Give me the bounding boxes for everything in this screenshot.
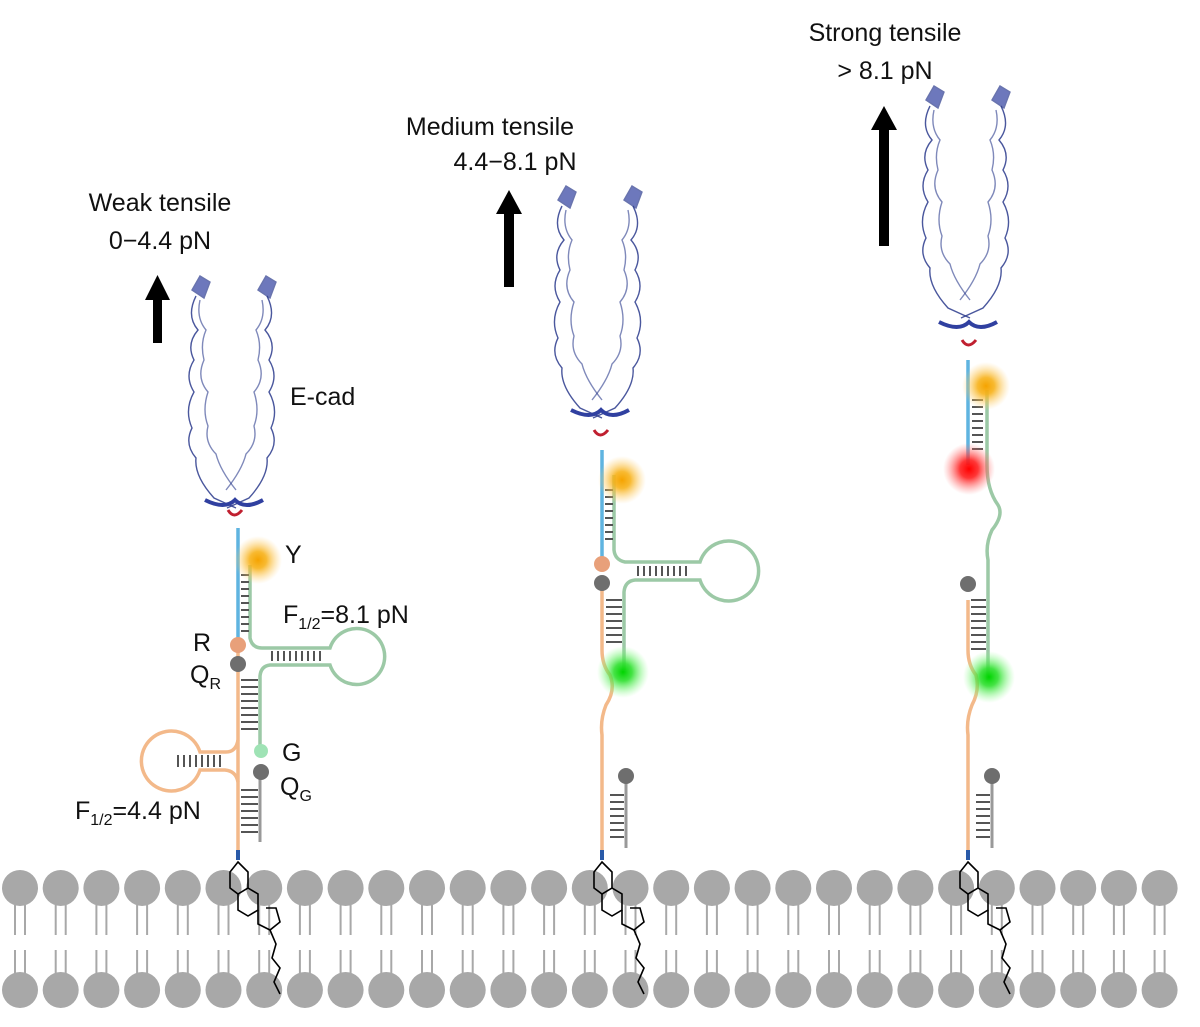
lipid-head: [124, 972, 161, 1008]
lipid-head: [571, 870, 608, 906]
lipid-head: [286, 870, 323, 906]
dye-y-label: Y: [285, 541, 302, 569]
lipid-head: [978, 972, 1015, 1008]
lipid-head: [124, 870, 161, 906]
medium-tensile-force: 4.4−8.1 pN: [453, 148, 577, 176]
lipid-head: [571, 972, 608, 1008]
lipid-head: [1060, 972, 1097, 1008]
e-cad-label: E-cad: [290, 383, 356, 411]
strong-tensile-force: > 8.1 pN: [837, 57, 933, 85]
cholesterol-anchor-icon: [959, 860, 1011, 995]
lipid-head: [409, 870, 445, 906]
lipid-head: [612, 870, 649, 906]
medium-tensile-title: Medium tensile: [405, 113, 575, 141]
lipid-head: [286, 972, 323, 1008]
lipid-bilayer: [2, 870, 1178, 1008]
lipid-head: [1100, 972, 1137, 1008]
lipid-head: [83, 870, 120, 906]
e-cad-protein-icon: [553, 185, 643, 437]
medium-force-arrow: [496, 190, 522, 287]
lipid-head: [2, 972, 38, 1008]
strong-tensile-construct: [871, 85, 1015, 995]
lipid-head: [653, 870, 690, 906]
lipid-head: [246, 972, 283, 1008]
lipid-head: [1141, 870, 1178, 906]
lipid-head: [83, 972, 120, 1008]
lipid-head: [531, 972, 568, 1008]
lipid-head: [897, 972, 934, 1008]
lipid-head: [205, 870, 242, 906]
lipid-head: [42, 972, 79, 1008]
cholesterol-anchor-icon: [593, 860, 645, 995]
quencher-g-label: QG: [280, 773, 312, 805]
lipid-head: [409, 972, 445, 1008]
lipid-head: [734, 870, 771, 906]
lipid-head: [693, 972, 730, 1008]
lipid-head: [938, 870, 975, 906]
lipid-head: [938, 972, 975, 1008]
medium-tensile-construct: [496, 185, 761, 995]
dye-r-label: R: [193, 629, 212, 657]
lipid-head: [1060, 870, 1097, 906]
lipid-head: [734, 972, 771, 1008]
lipid-head: [653, 972, 690, 1008]
lipid-head: [816, 972, 852, 1008]
lower-hairpin-force-label: F1/2=4.4 pN: [75, 797, 201, 829]
e-cad-protein-icon: [921, 85, 1011, 347]
lipid-head: [449, 972, 486, 1008]
lipid-head: [856, 972, 893, 1008]
dye-g-label: G: [282, 739, 302, 767]
lipid-head: [816, 870, 852, 906]
lipid-head: [1019, 972, 1056, 1008]
lipid-head: [1019, 870, 1056, 906]
lipid-head: [1141, 972, 1178, 1008]
e-cad-protein-icon: [187, 275, 277, 517]
lipid-head: [612, 972, 649, 1008]
quencher-r-label: QR: [190, 661, 222, 693]
weak-tensile-construct: [139, 275, 387, 995]
weak-tensile-title: Weak tensile: [88, 189, 232, 217]
lipid-head: [978, 870, 1015, 906]
lipid-head: [327, 972, 364, 1008]
lipid-head: [2, 870, 38, 906]
upper-hairpin-force-label: F1/2=8.1 pN: [283, 601, 409, 633]
lipid-head: [205, 972, 242, 1008]
lipid-head: [775, 870, 812, 906]
weak-force-arrow: [145, 275, 170, 343]
cholesterol-anchor-icon: [229, 860, 281, 995]
lipid-head: [368, 972, 405, 1008]
lipid-head: [164, 972, 201, 1008]
lipid-head: [246, 870, 283, 906]
lipid-head: [42, 870, 79, 906]
lipid-head: [164, 870, 201, 906]
lipid-head: [856, 870, 893, 906]
lipid-head: [327, 870, 364, 906]
weak-tensile-force: 0−4.4 pN: [108, 227, 212, 255]
lipid-head: [490, 972, 527, 1008]
strong-tensile-title: Strong tensile: [808, 19, 962, 47]
lipid-head: [897, 870, 934, 906]
lipid-head: [775, 972, 812, 1008]
lipid-head: [1100, 870, 1137, 906]
strong-force-arrow: [871, 106, 897, 246]
lipid-head: [531, 870, 568, 906]
lipid-head: [490, 870, 527, 906]
lipid-head: [368, 870, 405, 906]
lipid-head: [449, 870, 486, 906]
lipid-head: [693, 870, 730, 906]
